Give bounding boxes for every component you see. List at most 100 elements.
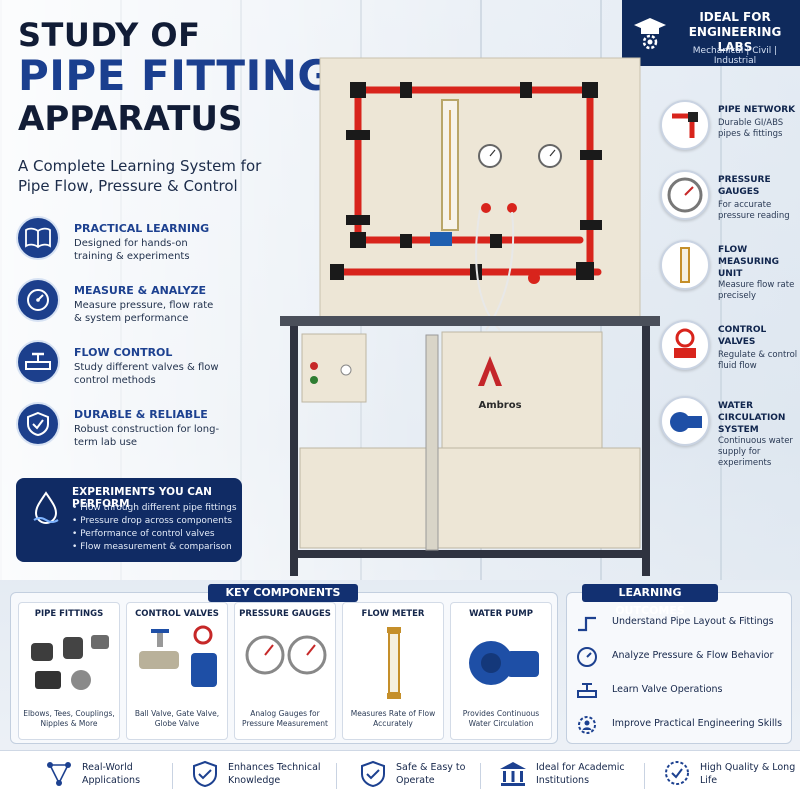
divider [172, 763, 173, 789]
feature-durable-reliable: DURABLE & RELIABLE Robust construction f… [16, 402, 226, 464]
feature-title: MEASURE & ANALYZE [74, 284, 207, 297]
benefit-label: High Quality & Long Life [700, 762, 796, 786]
badge-fields: Mechanical | Civil | Industrial [692, 46, 778, 66]
shield-check-icon [16, 402, 60, 446]
benefit-label: Real-World Applications [82, 762, 141, 786]
divider [644, 763, 645, 789]
component-title: FLOW METER [361, 609, 425, 619]
feature-desc: Designed for hands-on training & experim… [74, 238, 190, 262]
learning-outcomes-title: LEARNING OUTCOMES [582, 584, 718, 617]
callout-desc: Continuous water supply for experiments [718, 436, 793, 468]
divider [336, 763, 337, 789]
experiments-list: Flow through different pipe fittings Pre… [72, 502, 237, 554]
page-title: STUDY OF PIPE FITTING APPARATUS [18, 18, 332, 138]
institution-icon [500, 762, 526, 786]
water-pump-image [469, 641, 539, 685]
component-card-control-valves: CONTROL VALVES Ball Valve, Gate Valve, G… [126, 602, 228, 740]
water-drop-icon [33, 491, 59, 524]
table-top [280, 316, 660, 326]
graduation-cap-gear-icon [634, 18, 666, 50]
feature-flow-control: FLOW CONTROL Study different valves & fl… [16, 340, 226, 402]
component-card-pressure-gauges: PRESSURE GAUGES Analog Gauges for Pressu… [234, 602, 336, 740]
feature-practical-learning: PRACTICAL LEARNING Designed for hands-on… [16, 216, 226, 278]
learning-outcome-item: Learn Valve Operations [576, 680, 786, 702]
network-icon [47, 762, 71, 786]
feature-title: FLOW CONTROL [74, 346, 173, 359]
component-desc: Provides Continuous Water Circulation [462, 709, 540, 728]
feature-desc: Measure pressure, flow rate & system per… [74, 300, 214, 324]
callout-title: FLOW MEASURING UNIT [718, 245, 780, 279]
title-line-3: APPARATUS [18, 99, 243, 139]
callout-desc: Measure flow rate precisely [718, 280, 795, 301]
feature-list: PRACTICAL LEARNING Designed for hands-on… [16, 216, 226, 464]
list-item: Flow measurement & comparison [72, 541, 237, 554]
badge-title: IDEAL FOR ENGINEERING LABS [688, 10, 782, 54]
pipe-layout-icon [578, 616, 596, 632]
callout-desc: For accurate pressure reading [718, 200, 790, 221]
learning-outcome-text: Learn Valve Operations [612, 684, 723, 695]
water-pump-icon [660, 396, 710, 446]
page-subtitle: A Complete Learning System for Pipe Flow… [18, 157, 262, 195]
quality-badge-icon [665, 761, 689, 785]
control-valve-icon [660, 320, 710, 370]
learning-outcome-text: Improve Practical Engineering Skills [612, 718, 783, 729]
experiments-panel: EXPERIMENTS YOU CAN PERFORM Flow through… [16, 478, 242, 562]
component-card-water-pump: WATER PUMP Provides Continuous Water Cir… [450, 602, 552, 740]
title-line-1: STUDY OF [18, 16, 201, 54]
learning-outcome-text: Analyze Pressure & Flow Behavior [612, 650, 774, 661]
book-icon [16, 216, 60, 260]
callout-desc: Regulate & control fluid flow [718, 350, 798, 371]
callout-pipe-network: PIPE NETWORK Durable GI/ABS pipes & fitt… [660, 96, 800, 166]
pipe-fittings-image [31, 635, 109, 690]
water-tank [299, 447, 641, 549]
callout-flow-measuring-unit: FLOW MEASURING UNIT Measure flow rate pr… [660, 236, 800, 306]
valve-icon [16, 340, 60, 384]
component-title: WATER PUMP [469, 609, 533, 619]
brand-logo [478, 356, 502, 386]
feature-desc: Robust construction for long-term lab us… [74, 424, 220, 448]
component-card-flow-meter: FLOW METER Measures Rate of Flow Accurat… [342, 602, 444, 740]
gauge-icon [16, 278, 60, 322]
cabinet [441, 331, 603, 453]
component-desc: Elbows, Tees, Couplings, Nipples & More [23, 709, 115, 728]
list-item: Pressure drop across components [72, 515, 237, 528]
component-desc: Measures Rate of Flow Accurately [350, 709, 436, 728]
divider [480, 763, 481, 789]
engineering-labs-badge: IDEAL FOR ENGINEERING LABS Mechanical | … [622, 0, 800, 66]
component-title: PIPE FITTINGS [34, 609, 104, 619]
learning-outcome-item: Improve Practical Engineering Skills [576, 714, 786, 736]
component-desc: Analog Gauges for Pressure Measurement [242, 709, 328, 728]
pipe-network-icon [660, 100, 710, 150]
component-title: CONTROL VALVES [135, 609, 219, 619]
feature-title: PRACTICAL LEARNING [74, 222, 210, 235]
apparatus-illustration: Ambros [280, 57, 660, 576]
component-desc: Ball Valve, Gate Valve, Globe Valve [134, 709, 220, 728]
shield-check-icon [193, 760, 217, 788]
callout-title: PRESSURE GAUGES [718, 175, 771, 197]
callout-control-valves: CONTROL VALVES Regulate & control fluid … [660, 316, 800, 386]
callout-title: CONTROL VALVES [718, 325, 767, 347]
pipe-joints [330, 82, 602, 280]
key-components-title: KEY COMPONENTS [208, 584, 358, 602]
list-item: Performance of control valves [72, 528, 237, 541]
gauge-icon [577, 647, 597, 667]
gear-person-icon [578, 716, 596, 734]
callout-pressure-gauges: PRESSURE GAUGES For accurate pressure re… [660, 166, 800, 236]
benefit-label: Enhances Technical Knowledge [228, 762, 321, 786]
component-title: PRESSURE GAUGES [239, 609, 331, 619]
brand-name: Ambros [478, 400, 521, 411]
shield-check-icon [361, 760, 385, 788]
control-valve [430, 232, 452, 246]
callout-water-circulation: WATER CIRCULATION SYSTEM Continuous wate… [660, 392, 800, 468]
feature-measure-analyze: MEASURE & ANALYZE Measure pressure, flow… [16, 278, 226, 340]
learning-outcome-item: Understand Pipe Layout & Fittings [576, 612, 786, 634]
flow-meter-icon [660, 240, 710, 290]
learning-outcome-text: Understand Pipe Layout & Fittings [612, 616, 774, 627]
list-item: Flow through different pipe fittings [72, 502, 236, 515]
learning-outcomes-panel [566, 592, 792, 744]
flow-meter-image [387, 627, 401, 699]
feature-title: DURABLE & RELIABLE [74, 408, 208, 421]
benefit-label: Safe & Easy to Operate [396, 762, 466, 786]
pressure-gauges-image [245, 635, 327, 675]
pressure-gauge-icon [660, 170, 710, 220]
